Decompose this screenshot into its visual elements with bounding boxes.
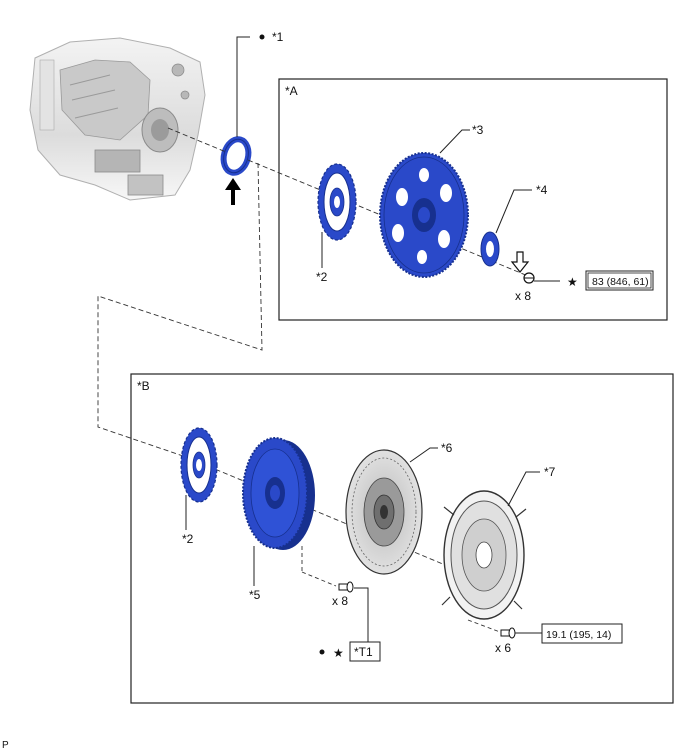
bolt-qty-b: x 8 [332, 594, 348, 608]
leader-line-4 [495, 189, 532, 234]
panel-link-dashed [97, 162, 263, 458]
rear-spacer-plate [480, 231, 500, 267]
bolt-qty-cover: x 6 [495, 641, 511, 655]
panel-a-label: *A [285, 84, 298, 98]
callout-3: *3 [472, 123, 484, 137]
leader-line-1 [236, 36, 250, 137]
precoated-star-b: ★ [333, 646, 344, 660]
axis-panel-a [247, 159, 529, 277]
torque-value-cover: 19.1 (195, 14) [546, 629, 611, 641]
callout-1: *1 [272, 30, 284, 44]
callout-5: *5 [249, 588, 261, 602]
install-direction-arrow [225, 178, 241, 205]
leader-line-6 [409, 447, 438, 463]
leader-line-3 [439, 129, 470, 154]
cover-bolt-axis [467, 619, 501, 633]
drive-plate-spacer-b [180, 427, 218, 503]
bolt-qty-a: x 8 [515, 289, 531, 303]
panel-a-frame [278, 78, 668, 321]
leader-line-7 [507, 471, 540, 507]
callout-2b: *2 [182, 532, 194, 546]
non-reusable-dot-2 [319, 649, 325, 655]
flywheel-bolt-b [338, 581, 354, 593]
torque-ref-box-b [349, 641, 381, 662]
clutch-disc [345, 449, 423, 575]
engine-block-illustration [29, 37, 206, 201]
clutch-cover-bolt [500, 627, 516, 639]
clutch-cover [441, 490, 527, 620]
non-reusable-dot-1 [259, 34, 265, 40]
flywheel [242, 437, 315, 550]
panel-b-frame [130, 373, 674, 704]
callout-4: *4 [536, 183, 548, 197]
drive-plate [379, 152, 469, 278]
torque-value-a: 83 (846, 61) [592, 276, 649, 288]
callout-2a: *2 [316, 270, 328, 284]
panel-b-label: *B [137, 379, 150, 393]
torque-box-a-inner [587, 272, 652, 289]
flywheel-bolt-a [523, 272, 535, 284]
bolt-axis-b2 [301, 571, 337, 587]
callout-6: *6 [441, 441, 453, 455]
figure-code: P [2, 740, 9, 751]
precoated-star-a: ★ [567, 275, 578, 289]
torque-box-cover [541, 623, 623, 644]
tightening-direction-arrow [510, 251, 530, 273]
torque-box-a-outer [585, 270, 654, 291]
callout-7: *7 [544, 465, 556, 479]
drive-plate-spacer-a [317, 163, 357, 241]
leader-torque-b [354, 587, 369, 642]
torque-ref-b: *T1 [354, 645, 373, 659]
axis-engine-seal [167, 127, 227, 153]
crankshaft-oil-seal [220, 136, 252, 176]
